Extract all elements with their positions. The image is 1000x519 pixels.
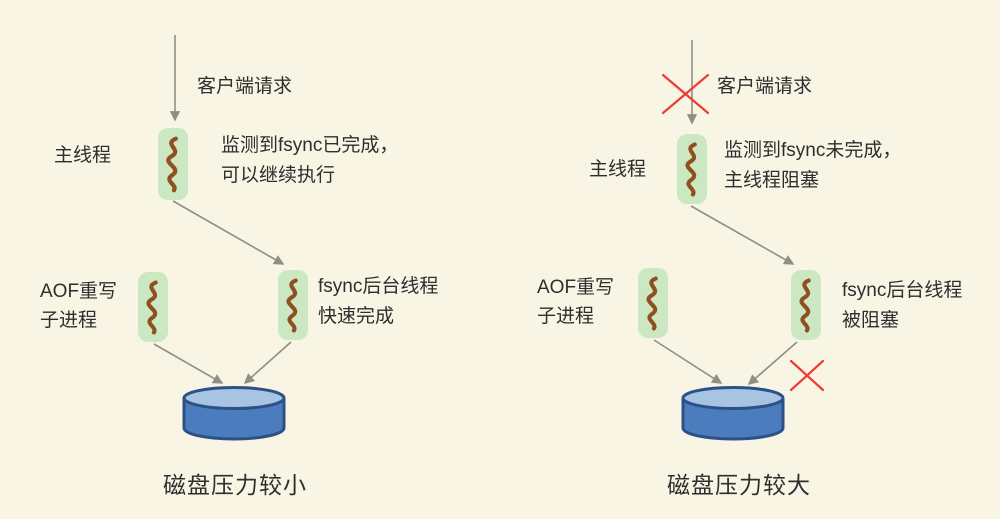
fsync-thread-label-right: fsync后台线程 被阻塞 — [842, 276, 962, 336]
main-thread-label-right: 主线程 — [589, 155, 646, 185]
caption-text: 磁盘压力较大 — [667, 472, 811, 498]
client-request-label-left: 客户端请求 — [197, 72, 292, 102]
aof-line1: AOF重写 — [537, 277, 615, 298]
note-line1: 监测到fsync已完成， — [221, 135, 399, 156]
disk-cylinder-right — [681, 386, 785, 441]
main-thread-box-right — [677, 134, 707, 204]
client-request-label-right: 客户端请求 — [717, 72, 812, 102]
thread-squiggle-icon — [646, 276, 658, 331]
disk-cylinder-left — [182, 386, 286, 441]
aof-to-disk-arrow-right — [653, 339, 723, 384]
fsync-line1: fsync后台线程 — [842, 280, 963, 301]
client-request-text: 客户端请求 — [197, 76, 293, 97]
fsync-line1: fsync后台线程 — [318, 276, 439, 297]
blocked-x-client-icon — [661, 73, 710, 115]
note-line2: 主线程阻塞 — [724, 170, 820, 191]
disk-caption-right: 磁盘压力较大 — [667, 466, 811, 500]
fsync-thread-box-left — [278, 270, 308, 340]
main-to-fsync-arrow-right — [690, 205, 795, 265]
thread-squiggle-icon — [166, 136, 178, 193]
aof-line1: AOF重写 — [40, 281, 118, 302]
aof-line2: 子进程 — [40, 310, 98, 331]
thread-squiggle-icon — [685, 142, 697, 197]
aof-process-label-right: AOF重写 子进程 — [537, 273, 614, 331]
note-line2: 可以继续执行 — [221, 165, 336, 186]
aof-line2: 子进程 — [537, 306, 595, 327]
fsync-line2: 被阻塞 — [842, 310, 900, 331]
fsync-thread-label-left: fsync后台线程 快速完成 — [318, 272, 438, 332]
main-thread-note-left: 监测到fsync已完成， 可以继续执行 — [221, 131, 398, 191]
client-request-text: 客户端请求 — [717, 76, 813, 97]
main-thread-box-left — [158, 128, 188, 200]
thread-squiggle-icon — [146, 280, 158, 335]
main-thread-text: 主线程 — [589, 159, 647, 180]
main-thread-note-right: 监测到fsync未完成， 主线程阻塞 — [724, 136, 901, 196]
disk-caption-left: 磁盘压力较小 — [163, 466, 307, 500]
aof-to-disk-arrow-left — [153, 343, 224, 384]
thread-squiggle-icon — [799, 278, 811, 333]
fsync-to-disk-arrow-left — [243, 341, 292, 385]
thread-squiggle-icon — [286, 278, 298, 333]
main-thread-text: 主线程 — [54, 145, 112, 166]
blocked-x-disk-icon — [789, 359, 825, 392]
aof-process-box-right — [638, 268, 668, 338]
aof-process-label-left: AOF重写 子进程 — [40, 277, 117, 335]
note-line1: 监测到fsync未完成， — [724, 140, 902, 161]
fsync-to-disk-arrow-right — [747, 341, 798, 386]
fsync-thread-box-right — [791, 270, 821, 340]
main-to-fsync-arrow-left — [172, 200, 285, 265]
fsync-line2: 快速完成 — [318, 306, 395, 327]
main-thread-label-left: 主线程 — [54, 141, 111, 171]
caption-text: 磁盘压力较小 — [163, 472, 307, 498]
aof-process-box-left — [138, 272, 168, 342]
